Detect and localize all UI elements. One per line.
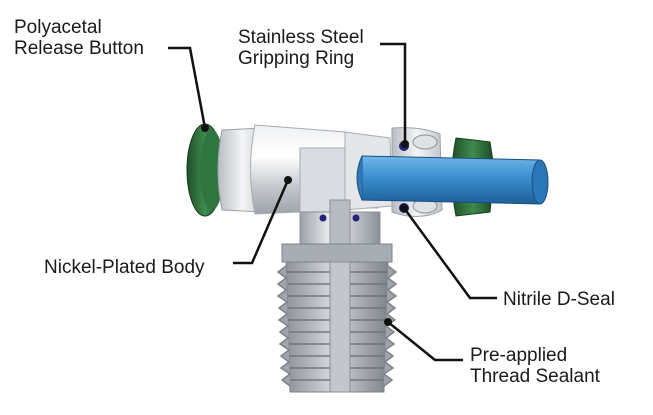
- callout-gripping-ring-line2: Gripping Ring: [238, 48, 355, 69]
- callout-thread-sealant-line1: Pre-applied: [470, 345, 568, 366]
- threaded-section: [276, 243, 398, 393]
- leader-dots: [201, 124, 409, 326]
- leader-thread-sealant: [387, 321, 463, 362]
- leader-gripping-ring: [380, 42, 407, 144]
- release-button-left: [186, 123, 224, 217]
- callout-gripping-ring: Stainless Steel Gripping Ring: [238, 27, 364, 69]
- callout-release-button-line2: Release Button: [14, 38, 144, 59]
- leader-body: [233, 179, 290, 265]
- callout-d-seal: Nitrile D-Seal: [503, 289, 615, 310]
- callout-release-button-line1: Polyacetal: [14, 17, 102, 38]
- leader-release-button: [168, 46, 207, 129]
- callout-body-line1: Nickel-Plated Body: [44, 257, 205, 278]
- callout-thread-sealant-line2: Thread Sealant: [470, 366, 600, 387]
- leader-d-seal: [402, 207, 497, 300]
- callout-gripping-ring-line1: Stainless Steel: [238, 27, 364, 48]
- callout-body: Nickel-Plated Body: [44, 257, 205, 278]
- blue-tube: [356, 155, 549, 205]
- callout-release-button: Polyacetal Release Button: [14, 17, 144, 59]
- callout-d-seal-line1: Nitrile D-Seal: [503, 289, 615, 310]
- leader-lines: [168, 42, 497, 362]
- callout-thread-sealant: Pre-applied Thread Sealant: [470, 345, 600, 387]
